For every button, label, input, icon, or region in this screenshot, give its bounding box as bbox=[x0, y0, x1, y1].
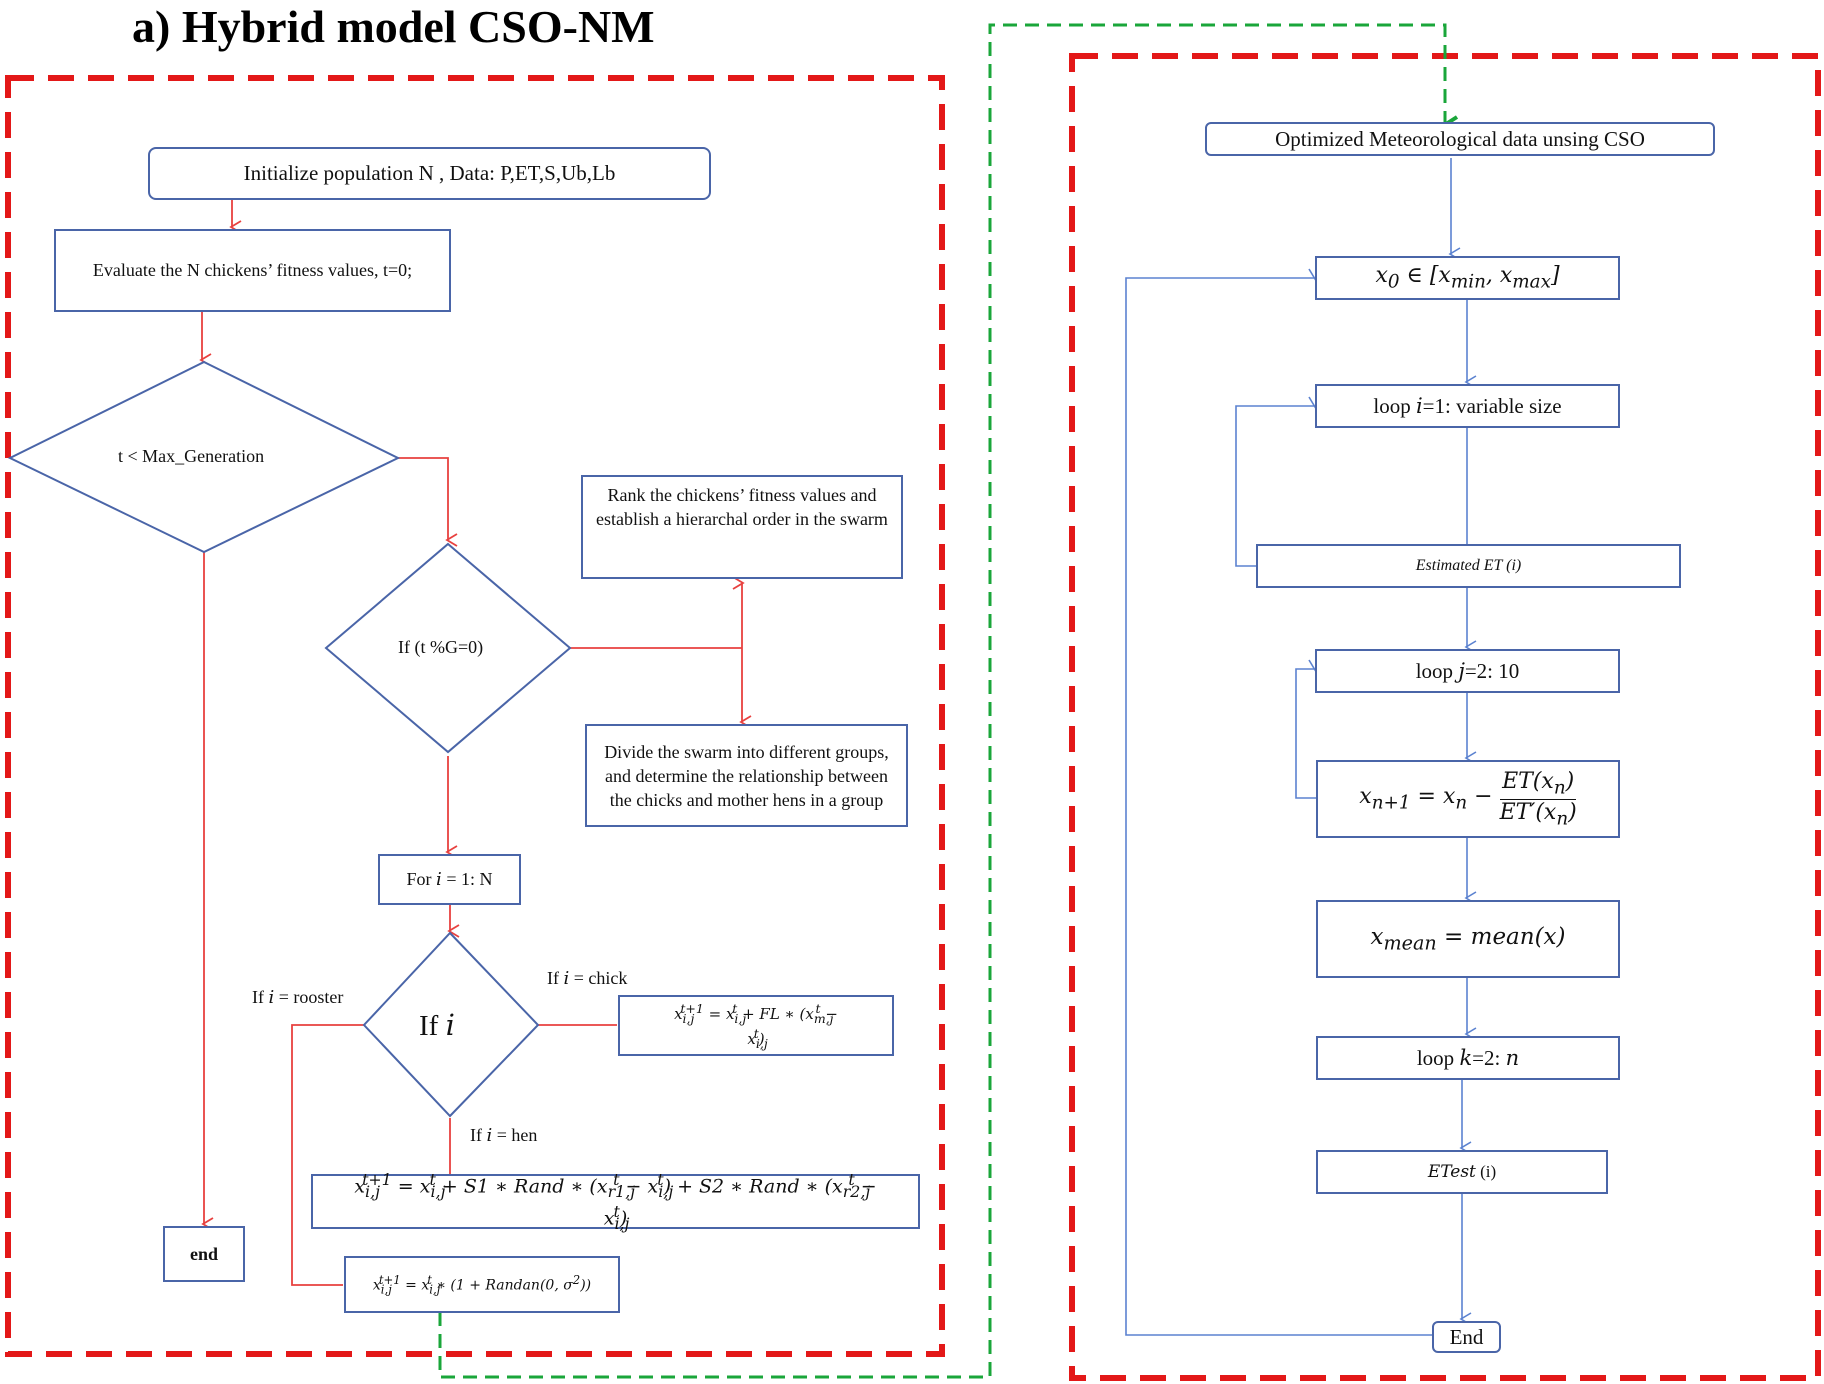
evaluate-box: Evaluate the N chickens’ fitness values,… bbox=[54, 229, 451, 312]
modulo-label: If (t %G=0) bbox=[398, 637, 484, 657]
chick-label: If i = chick bbox=[547, 968, 628, 989]
end-box-right: End bbox=[1432, 1321, 1501, 1353]
if-i-diamond bbox=[362, 931, 540, 1118]
left-frame bbox=[5, 75, 945, 1357]
diagram-title: a) Hybrid model CSO-NM bbox=[132, 1, 655, 52]
if-i-label: If i bbox=[419, 1008, 455, 1042]
rooster-label: If i = rooster bbox=[252, 987, 344, 1008]
max-generation-diamond bbox=[7, 360, 401, 554]
for-loop-box: For i = 1: N bbox=[378, 854, 521, 905]
end-box-left: end bbox=[163, 1226, 245, 1282]
rooster-equation-box: xi,jt+1 = xi,jt ∗ (1 + Randan(0, σ2)) bbox=[344, 1256, 620, 1313]
etest-box: ETest (i) bbox=[1316, 1150, 1608, 1194]
loop-k-box: loop k=2: n bbox=[1316, 1036, 1620, 1080]
green-connector bbox=[438, 23, 1459, 1379]
modulo-diamond bbox=[324, 542, 572, 754]
hen-label: If i = hen bbox=[470, 1125, 538, 1146]
chick-equation-box: xi,jt+1 = xi,jt + FL ∗ (xm,jt − xi,jt) bbox=[618, 995, 894, 1056]
hen-equation-box: xi,jt+1 = xi,jt + S1 ∗ Rand ∗ (xr1,jt − … bbox=[311, 1170, 920, 1233]
init-box: Initialize population N , Data: P,ET,S,U… bbox=[148, 147, 711, 200]
x0-box: x0 ∈ [xmin, xmax] bbox=[1315, 256, 1620, 300]
loop-i-box: loop i=1: variable size bbox=[1315, 384, 1620, 428]
right-connectors bbox=[1125, 158, 1477, 1336]
loop-j-box: loop j=2: 10 bbox=[1315, 649, 1620, 693]
newton-box: xn+1 = xn − ET(xn) ET′(xn) bbox=[1316, 760, 1620, 838]
for-loop-text: For i = 1: N bbox=[406, 869, 493, 890]
divide-box: Divide the swarm into different groups, … bbox=[585, 724, 908, 827]
max-generation-label: t < Max_Generation bbox=[118, 446, 265, 466]
left-connectors bbox=[199, 200, 752, 1286]
estimated-et-box: Estimated ET (i) bbox=[1256, 544, 1681, 588]
optimized-data-box: Optimized Meteorological data unsing CSO bbox=[1205, 122, 1715, 156]
rank-box: Rank the chickens’ fitness values and es… bbox=[581, 475, 903, 579]
mean-box: xmean = mean(x) bbox=[1316, 900, 1620, 978]
